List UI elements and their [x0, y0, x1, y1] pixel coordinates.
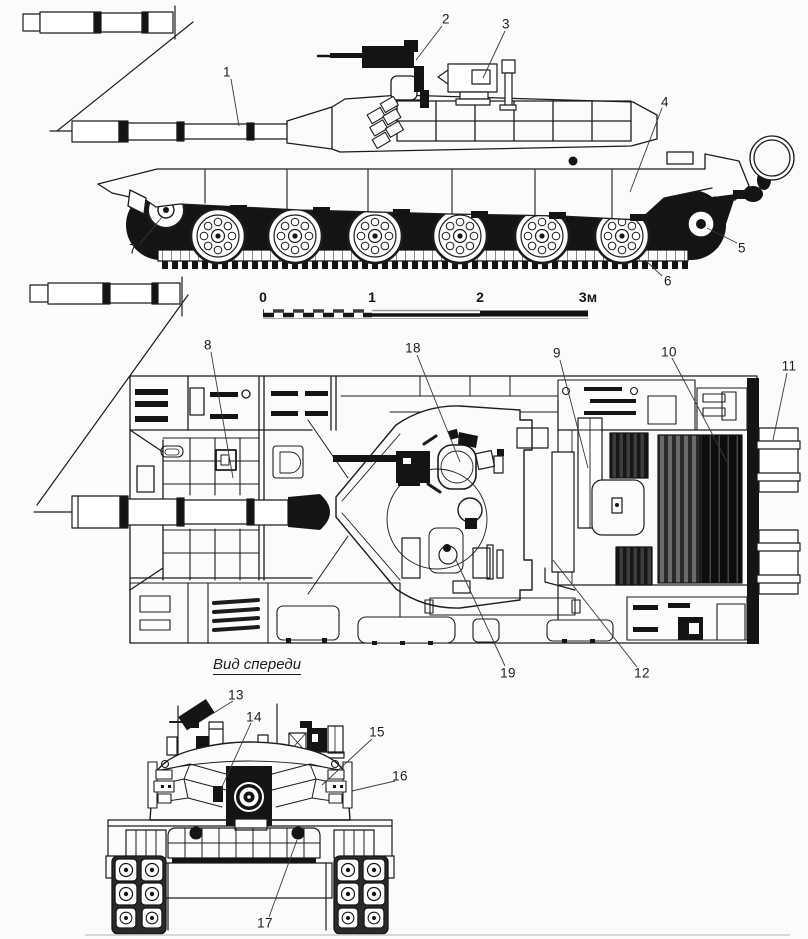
callout-12: 12	[634, 665, 650, 681]
callout-3: 3	[502, 16, 510, 32]
top-inset-barrel-detail	[29, 276, 189, 513]
callout-8: 8	[204, 337, 212, 353]
callout-7: 7	[129, 241, 137, 257]
page-edge-line	[85, 934, 790, 936]
callout-11: 11	[781, 358, 797, 374]
side-gun-barrel	[71, 120, 289, 143]
front-view	[105, 699, 395, 935]
callout-14: 14	[246, 709, 262, 725]
callout-2: 2	[442, 11, 450, 27]
radiator-grille	[700, 434, 743, 584]
side-inset-barrel-detail	[22, 5, 194, 132]
glacis-era-grid	[160, 437, 304, 581]
callout-1: 1	[223, 64, 231, 80]
callout-5: 5	[738, 240, 746, 256]
callout-leader-lines	[138, 25, 788, 918]
scale-label-1: 1	[368, 289, 376, 305]
callout-10: 10	[661, 344, 677, 360]
side-turret	[286, 75, 658, 153]
top-gun-barrel	[71, 495, 289, 529]
side-skirt-panels-top-view	[129, 582, 614, 645]
drive-sprocket	[676, 199, 726, 249]
machine-gun	[316, 40, 429, 108]
callout-6: 6	[664, 273, 672, 289]
side-hull	[97, 135, 795, 215]
front-tracks	[111, 855, 389, 935]
gun-mantlet-front	[213, 766, 272, 826]
commander-sight	[437, 59, 517, 111]
side-skirt	[139, 168, 713, 221]
callout-19: 19	[500, 665, 516, 681]
front-view-caption: Вид спереди	[213, 656, 302, 675]
headlight-right	[291, 826, 305, 840]
turret-side-fittings	[153, 759, 347, 804]
front-hull	[105, 818, 395, 931]
callout-17: 17	[257, 915, 273, 931]
rear-fender-boxes	[557, 379, 748, 641]
callout-18: 18	[405, 340, 421, 356]
callout-16: 16	[392, 768, 408, 784]
side-view	[22, 5, 795, 269]
fuel-drums	[756, 427, 801, 595]
scale-bar	[263, 309, 588, 319]
scale-label-0: 0	[259, 289, 267, 305]
engine-grille	[657, 434, 701, 584]
scale-label-3m: 3м	[578, 289, 598, 305]
headlight-left	[189, 826, 203, 840]
engine-deck	[516, 378, 759, 644]
top-hull	[129, 375, 758, 644]
callout-13: 13	[228, 687, 244, 703]
callout-9: 9	[553, 345, 561, 361]
callout-4: 4	[661, 94, 669, 110]
scale-label-2: 2	[476, 289, 484, 305]
turret-fittings	[333, 428, 504, 594]
callout-15: 15	[369, 724, 385, 740]
commander-hatch	[437, 444, 477, 490]
top-view	[29, 276, 801, 645]
